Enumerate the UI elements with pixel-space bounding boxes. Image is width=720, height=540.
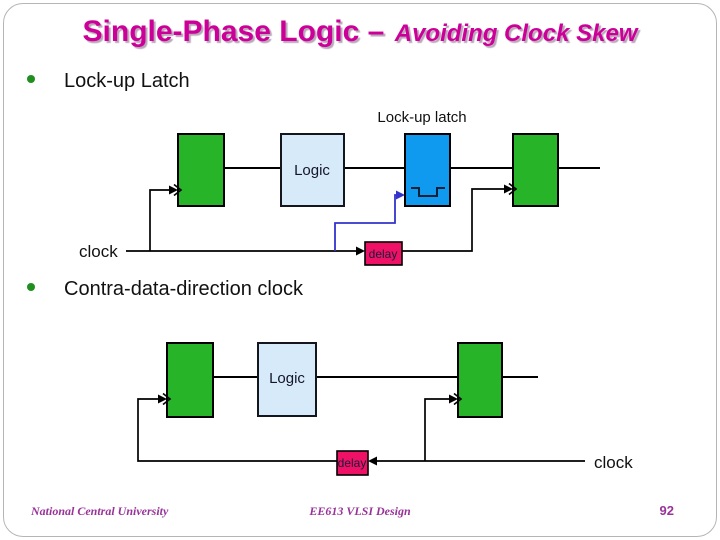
logic-label-1: Logic [294,162,330,179]
delay-box-2 [336,450,369,476]
wire-delay1-to-latch2 [402,188,505,252]
logic-box-2 [257,342,317,417]
clock-chevron-latch2 [508,182,518,196]
arrowhead-delay1-input [356,246,365,256]
clock-chevron-latch4 [453,392,463,406]
clock-label-1: clock [79,242,118,261]
bullet-item-lockup-latch: Lock-up Latch [64,70,190,92]
wire-blue-clock-tap [334,194,397,251]
arrowhead-delay2-input [368,456,377,466]
wire-clock-branch-latch1 [149,189,170,251]
clock-label-2: clock [594,453,633,472]
pulse-waveform-icon [411,187,445,197]
delay-label-2: delay [338,456,367,470]
lockup-latch-caption: Lock-up latch [377,109,466,126]
diagram-contra-clock: Logic clock [137,342,633,472]
footer-university: National Central University [31,504,169,518]
arrowhead-blue-lockup [396,190,405,200]
delay-element-2: delay [336,450,369,476]
arrowhead-latch2-clock [504,184,513,194]
arrowhead-latch1-clock [169,185,178,195]
bullet-item-contra-clock: Contra-data-direction clock [64,278,303,300]
lockup-latch-box [404,133,451,207]
wire-delay2-to-latch3 [137,398,337,462]
latch-green-3 [166,342,214,418]
delay-label-1: delay [369,247,398,261]
bullet-dot-2 [27,283,35,291]
page-number: 92 [659,503,674,518]
diagram-lockup-latch: Lock-up latch Logic clock [79,109,600,261]
arrowhead-latch4-clock [449,394,458,404]
wire-clock-branch-latch4 [424,398,450,461]
logic-label-2: Logic [269,370,305,387]
latch-green-2 [512,133,559,207]
footer-course: EE613 VLSI Design [309,504,411,518]
slide-title: Single-Phase Logic – Avoiding Clock Skew [0,15,720,49]
delay-element-1: delay [364,241,403,266]
latch-green-1 [177,133,225,207]
clock-chevron-latch1 [173,183,183,197]
title-subtitle: Avoiding Clock Skew [394,20,638,47]
logic-box-1 [280,133,345,207]
delay-box-1 [364,241,403,266]
latch-green-4 [457,342,503,418]
title-main: Single-Phase Logic – [82,15,385,48]
bullet-dot-1 [27,75,35,83]
arrowhead-latch3-clock [158,394,167,404]
clock-chevron-latch3 [162,392,172,406]
